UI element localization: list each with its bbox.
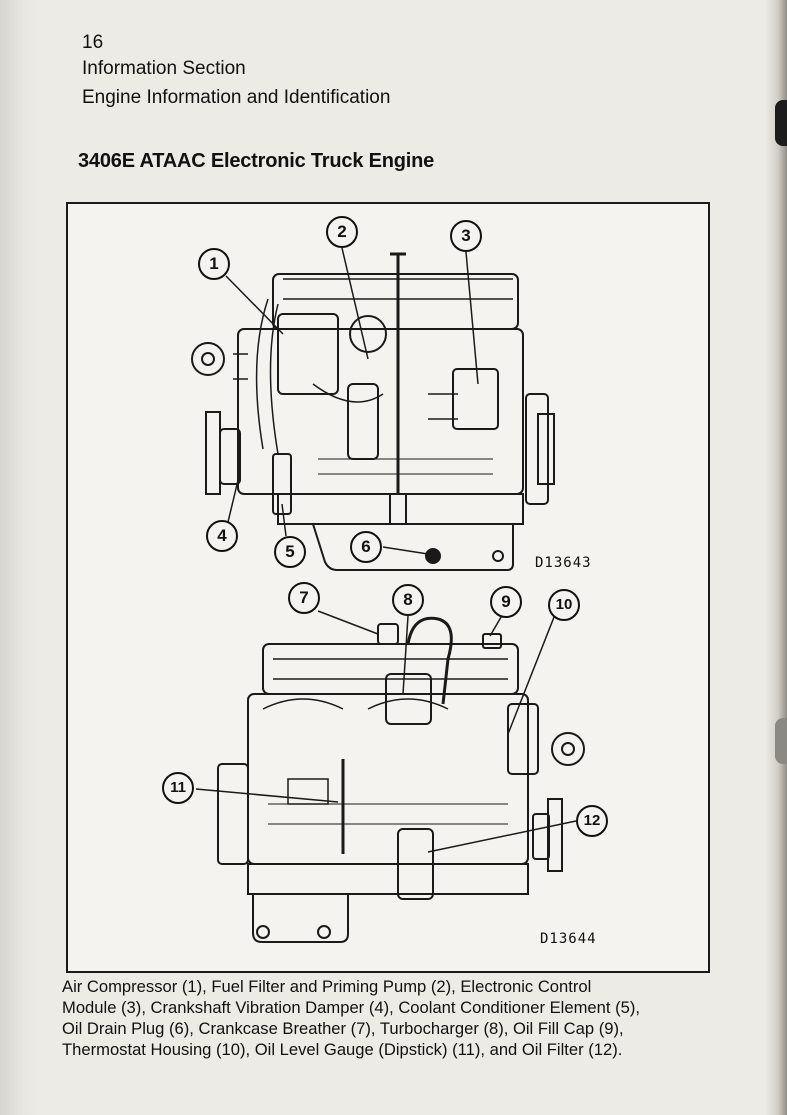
caption-line: Module (3), Crankshaft Vibration Damper …: [62, 998, 640, 1017]
pulley-top: [191, 342, 225, 376]
callout-9: 9: [490, 586, 522, 618]
valve-cover-top: [272, 273, 519, 330]
section-heading: Information Section: [82, 58, 246, 79]
oil-pan-top: [311, 523, 514, 571]
callout-10: 10: [548, 589, 580, 621]
oil-fill-cap: [482, 633, 502, 649]
subsection-heading: Engine Information and Identification: [82, 87, 391, 108]
housing-left-bottom: [217, 763, 249, 865]
callout-8: 8: [392, 584, 424, 616]
page-left-edge: [0, 0, 40, 1115]
callout-4: 4: [206, 520, 238, 552]
engine-illustration: [191, 247, 585, 943]
caption-line: Air Compressor (1), Fuel Filter and Prim…: [62, 977, 592, 996]
callout-2: 2: [326, 216, 358, 248]
binder-ring-mark: [775, 100, 787, 146]
figure-title: 3406E ATAAC Electronic Truck Engine: [78, 150, 435, 172]
callout-6: 6: [350, 531, 382, 563]
valve-cover-bottom: [262, 643, 519, 695]
callout-1: 1: [198, 248, 230, 280]
page-number: 16: [82, 32, 104, 53]
turbocharger: [406, 616, 453, 705]
callout-5: 5: [274, 536, 306, 568]
figure-caption: Air Compressor (1), Fuel Filter and Prim…: [62, 976, 712, 1060]
air-compressor: [277, 313, 339, 395]
engine-figure: D13643 D13644 1 2 3 4 5 6 7 8 9 10 11 12: [66, 202, 710, 973]
engine-block-top: [237, 328, 524, 495]
page-right-edge: [765, 0, 787, 1115]
damper-top: [205, 411, 221, 495]
caption-line: Thermostat Housing (10), Oil Level Gauge…: [62, 1040, 623, 1059]
callout-12: 12: [576, 805, 608, 837]
oil-filter: [397, 828, 434, 900]
oil-pan-bottom: [252, 893, 349, 943]
oil-drain-plug: [425, 548, 441, 564]
figure-id-bottom: D13644: [540, 931, 597, 947]
binder-ring-mark: [775, 718, 787, 764]
fuel-filter: [347, 383, 379, 460]
ecm: [452, 368, 499, 430]
oil-pan-rail-bottom: [247, 863, 529, 895]
callout-11: 11: [162, 772, 194, 804]
coolant-conditioner: [272, 453, 292, 515]
figure-id-top: D13643: [535, 555, 592, 571]
damper-bottom: [547, 798, 563, 872]
oil-pan-rail-top: [277, 493, 524, 525]
pulley-bottom: [551, 732, 585, 766]
caption-line: Oil Drain Plug (6), Crankcase Breather (…: [62, 1019, 624, 1038]
crankcase-breather: [377, 623, 399, 645]
thermostat-housing: [507, 703, 539, 775]
callout-3: 3: [450, 220, 482, 252]
callout-7: 7: [288, 582, 320, 614]
housing-right-top: [525, 393, 549, 505]
